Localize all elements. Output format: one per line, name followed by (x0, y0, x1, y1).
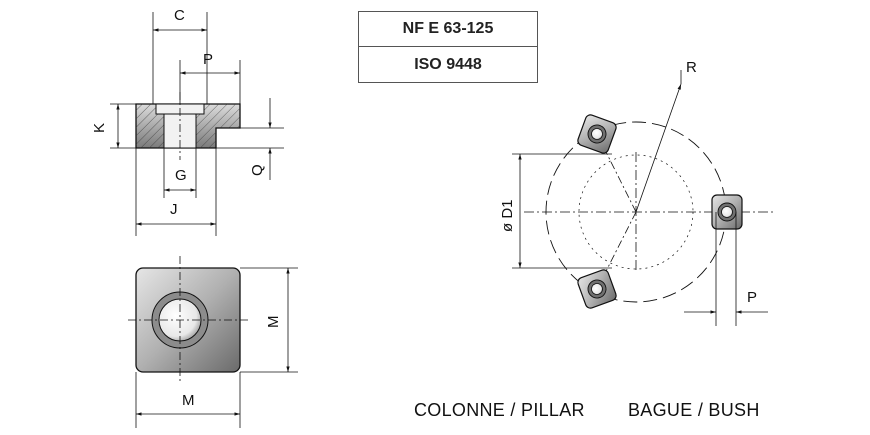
caption-pillar: COLONNE / PILLAR (414, 400, 585, 420)
pillar-bottom (577, 269, 617, 309)
dim-q-label: Q (249, 164, 266, 176)
bush-right (711, 194, 743, 230)
dim-j-label: J (170, 201, 178, 218)
dim-m-side-label: M (265, 316, 282, 329)
standard-nf-label: NF E 63-125 (358, 11, 538, 47)
section-view: C P K Q G J (91, 7, 284, 236)
dim-d1-label: ø D1 (499, 199, 516, 232)
top-view: M M (128, 256, 298, 428)
dim-r-label: R (686, 59, 697, 76)
bolt-circle-view: ø D1 R P (499, 59, 774, 326)
dim-p-label: P (203, 51, 213, 68)
dim-k-label: K (91, 123, 108, 133)
standard-iso-label: ISO 9448 (358, 47, 538, 83)
caption-bush: BAGUE / BUSH (628, 400, 760, 420)
dim-c-label: C (174, 7, 185, 24)
section-hatch (136, 104, 240, 148)
dim-p-right-label: P (747, 289, 757, 306)
dim-g-label: G (175, 167, 187, 184)
dim-m-bottom-label: M (182, 392, 195, 409)
pillar-top (577, 114, 617, 154)
